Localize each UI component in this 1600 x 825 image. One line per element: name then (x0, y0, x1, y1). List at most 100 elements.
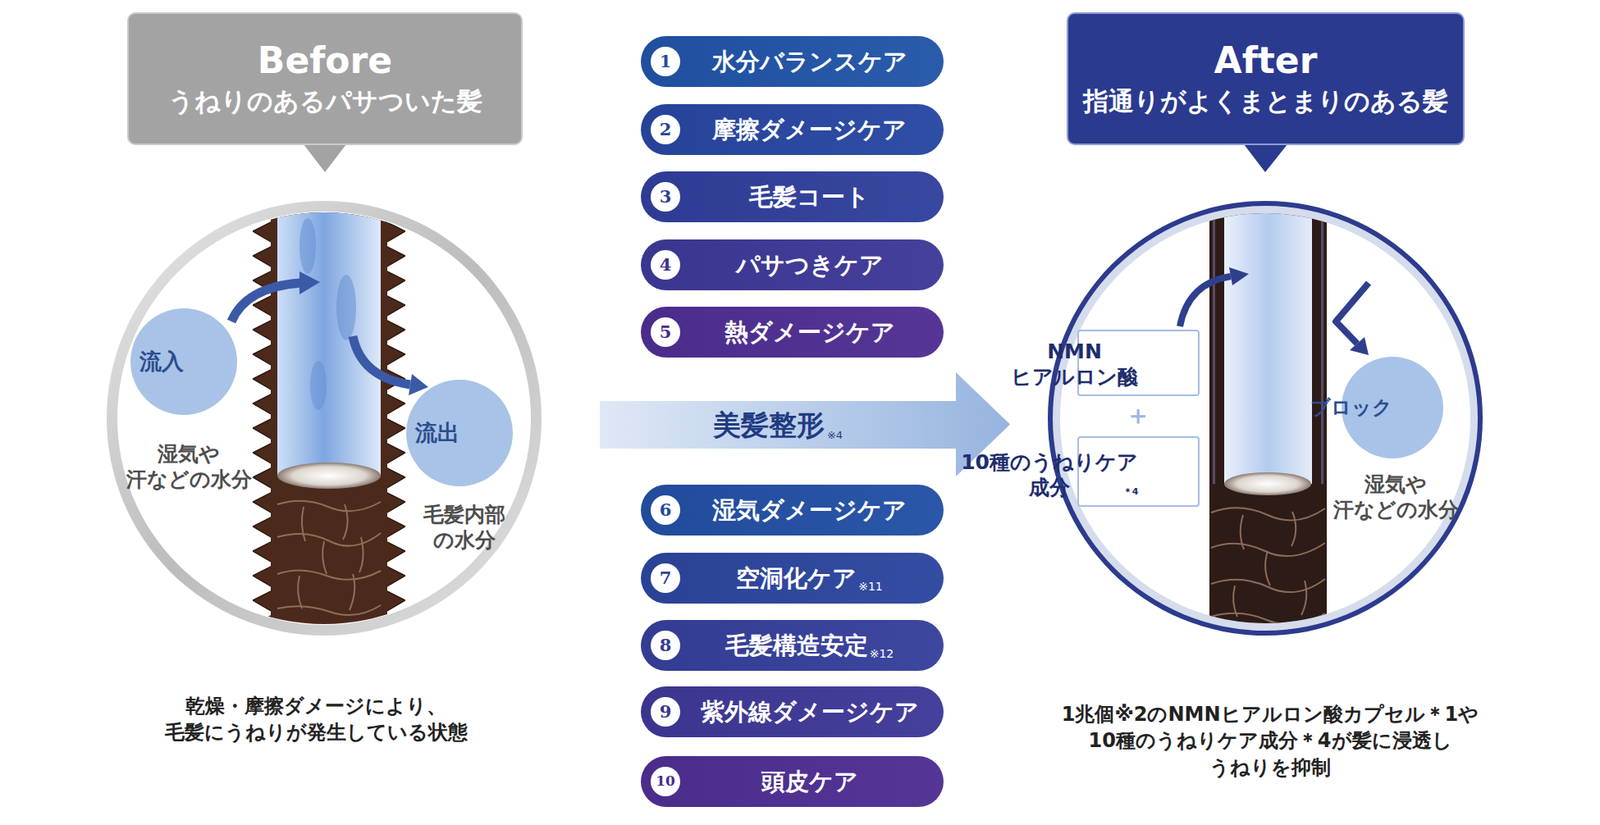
care-pill: 毛髪構造安定※12 8 (640, 620, 944, 672)
care-pill-text: 頭皮ケア (761, 767, 859, 797)
text-line: 紫外線ダメージケア (700, 697, 919, 727)
scale-line (1240, 515, 1244, 550)
scale-line (1211, 543, 1326, 557)
text-line: 頭皮ケア (761, 767, 859, 797)
care-pill: 紫外線ダメージケア 9 (640, 686, 944, 738)
ingredient-box-text: 10種のうねりケア 成分 (960, 449, 1139, 502)
text-line: 8 (659, 635, 672, 657)
text-line: うねりを抑制 (1209, 754, 1331, 782)
scale-line (297, 576, 302, 609)
number-badge-text: 6 (659, 499, 672, 522)
text-line: 水分バランスケア (712, 46, 908, 77)
arrow-head (1349, 337, 1369, 356)
cuticle-edge (252, 196, 273, 640)
text-line: 7 (659, 567, 672, 590)
scale-line (301, 507, 306, 542)
text-line: 毛髪にうねりが発生している状態 (164, 719, 468, 746)
process-arrow: 美髪整形※4 (599, 372, 1011, 477)
care-pill-text: 熱ダメージケア (724, 317, 896, 348)
hair-interior (1224, 196, 1312, 485)
block-circle: ブロック (1341, 356, 1444, 459)
scale-line (1211, 507, 1326, 521)
inflow-circle: 流入 (130, 308, 238, 416)
process-arrow-text: 美髪整形 (713, 407, 825, 444)
scale-line (322, 541, 327, 575)
care-pill: 湿気ダメージケア 6 (640, 484, 944, 536)
care-pill-text: 摩擦ダメージケア (712, 114, 907, 145)
text-line: ※4 (827, 429, 843, 443)
moisture-wisp (299, 218, 316, 275)
header-pointer (303, 144, 347, 173)
text-line: ヒアルロン酸 (1010, 364, 1139, 390)
text-line: 10種のうねりケア成分＊4が髪に浸透し (1088, 727, 1452, 755)
pill-text-group: 熱ダメージケア (686, 306, 933, 358)
number-badge-text: 1 (659, 50, 672, 73)
scale-line (277, 533, 381, 547)
care-pill-text: 湿気ダメージケア (712, 495, 907, 526)
before-caption: 乾燥・摩擦ダメージにより、 毛髪にうねりが発生している状態 (164, 693, 468, 747)
pill-text-group: 水分バランスケア (686, 36, 933, 87)
pill-text-group: 頭皮ケア (686, 756, 933, 808)
rim-highlight (1321, 196, 1324, 485)
text-line: 6 (659, 499, 672, 522)
text-line: 汗などの水分 (126, 466, 252, 493)
scale-line (1301, 580, 1307, 616)
number-badge-text: 10 (655, 772, 676, 791)
scale-line (277, 501, 381, 512)
cuticle-edge (385, 196, 406, 640)
care-pill: 熱ダメージケア 5 (640, 306, 944, 358)
before-header-note: うねりのあるパサついた髪 (168, 86, 483, 117)
number-badge: 6 (650, 495, 681, 526)
scale-line (277, 570, 381, 580)
number-badge-text: 7 (659, 567, 672, 590)
number-badge-text: 8 (659, 635, 672, 657)
text-line: 毛髪構造安定 (725, 630, 869, 661)
care-pill: 頭皮ケア 10 (640, 756, 944, 808)
after-header-note: 指通りがよくまとまりのある髪 (1083, 86, 1449, 117)
text-line: NMN (1046, 338, 1102, 365)
care-pill-text: 紫外線ダメージケア (700, 697, 919, 727)
care-pill: パサつきケア 4 (640, 239, 944, 291)
hair-strand (252, 196, 406, 640)
number-badge-text: 5 (659, 321, 672, 343)
before-header: Before うねりのあるパサついた髪 (127, 12, 523, 146)
scale-line (359, 537, 364, 573)
number-badge: 7 (650, 563, 681, 594)
moisture-wisp (336, 274, 357, 341)
number-badge: 10 (650, 767, 681, 797)
text-line: ＊4 (1123, 486, 1139, 499)
care-pill-text: 毛髪コート (749, 182, 870, 212)
scale-pattern (1211, 507, 1326, 625)
number-badge-text: 9 (659, 701, 672, 723)
text-line: ※12 (869, 647, 895, 663)
before-hair-circle-text: 湿気や 汗などの水分 (126, 441, 252, 494)
scale-line (1233, 585, 1238, 618)
plus-sign: ＋ (1124, 402, 1152, 429)
pill-text-group: 空洞化ケア※11 (686, 553, 933, 604)
block-arrow (1335, 283, 1369, 344)
text-line: 流出 (415, 419, 460, 448)
text-line: 摩擦ダメージケア (712, 114, 907, 145)
text-line: 毛髪内部 (423, 502, 506, 528)
text-line: 美髪整形 (713, 407, 825, 444)
pill-text-group: パサつきケア (686, 239, 933, 291)
pill-text-group: 紫外線ダメージケア (686, 686, 933, 738)
text-line: 4 (659, 254, 672, 276)
scale-pattern (277, 501, 381, 616)
scale-line (1291, 512, 1296, 547)
text-line: 成分 (1028, 475, 1070, 501)
number-badge-text: 2 (659, 118, 672, 141)
text-line: 毛髪コート (749, 182, 870, 212)
text-line: 湿気ダメージケア (712, 495, 907, 526)
text-line: 熱ダメージケア (724, 317, 896, 348)
text-line: 湿気や (1364, 471, 1427, 498)
scale-line (1265, 551, 1271, 586)
text-line: 2 (659, 118, 672, 141)
care-pill-text: 水分バランスケア (712, 46, 908, 77)
care-pill: 毛髪コート3 (640, 171, 944, 223)
text-line: 流入 (139, 347, 184, 376)
text-line: ＊1 (1123, 375, 1139, 388)
hair-body (270, 196, 388, 640)
text-line: Before (257, 41, 393, 81)
